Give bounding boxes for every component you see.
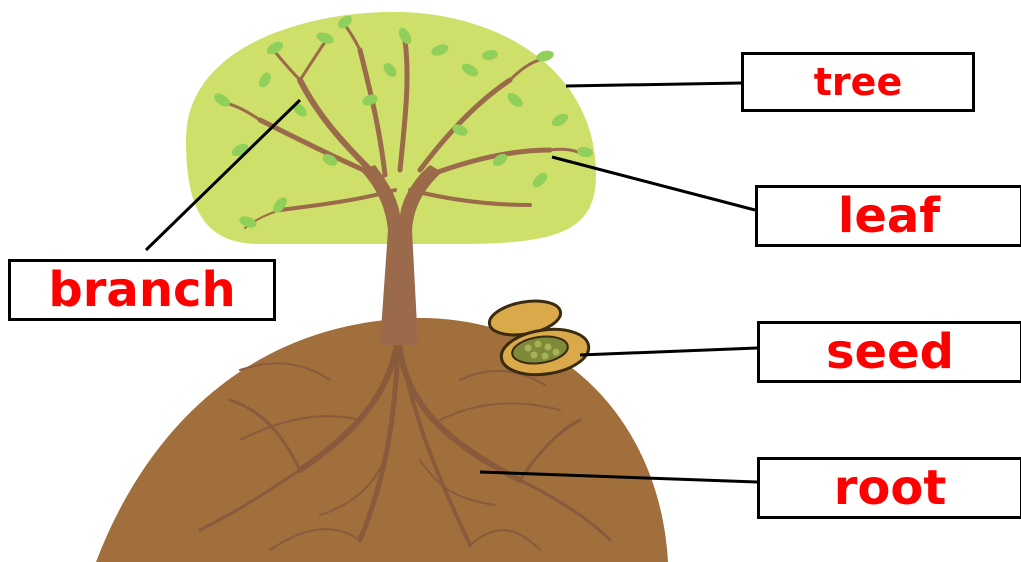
tree-canopy [186,11,596,244]
tree-roots [198,337,612,551]
leader-line-tree [565,81,742,88]
tree-trunk [360,165,442,345]
tree-leaves [214,15,593,228]
label-leaf: leaf [755,185,1021,247]
leader-lines [144,81,758,484]
label-seed: seed [757,321,1021,383]
label-branch: branch [8,259,276,321]
leader-line-root [479,470,758,484]
label-root: root [757,457,1021,519]
leader-line-leaf [551,155,756,212]
leader-line-branch [144,98,302,252]
label-tree: tree [741,52,975,112]
leader-line-seed [579,346,758,357]
seed-pod-icon [487,299,591,377]
soil-mound [96,318,668,562]
